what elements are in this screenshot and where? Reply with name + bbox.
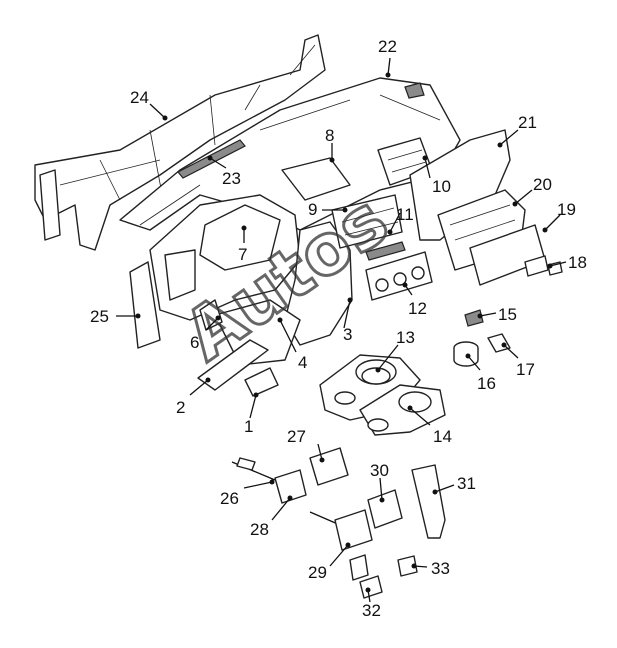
callout-4: 4 [298, 353, 307, 372]
part-switch [244, 367, 279, 397]
callout-20: 20 [533, 175, 552, 194]
part-block-32 [359, 575, 383, 599]
part-left-side-panel [129, 261, 161, 349]
callout-2: 2 [176, 398, 185, 417]
callout-19: 19 [557, 200, 576, 219]
callout-24: 24 [130, 88, 149, 107]
part-climate-control [365, 251, 433, 301]
callout-7: 7 [238, 245, 247, 264]
callout-29: 29 [308, 563, 327, 582]
part-switch-block [274, 469, 307, 504]
callout-32: 32 [362, 601, 381, 620]
callout-14: 14 [433, 427, 452, 446]
callout-1: 1 [244, 417, 253, 436]
part-cap [453, 341, 479, 367]
part-lower-panel [197, 339, 269, 391]
callout-33: 33 [431, 559, 450, 578]
callout-18: 18 [568, 253, 587, 272]
callout-25: 25 [90, 307, 109, 326]
callout-3: 3 [343, 325, 352, 344]
part-switch-30 [367, 489, 403, 529]
part-cluster-housing [359, 384, 446, 436]
callout-26: 26 [220, 489, 239, 508]
callout-12: 12 [408, 299, 427, 318]
leader-dots [135, 72, 553, 593]
callout-16: 16 [477, 374, 496, 393]
part-pedal [411, 464, 446, 539]
part-sensor-wire [231, 457, 276, 481]
part-switch-assembly [309, 509, 373, 581]
callout-31: 31 [457, 474, 476, 493]
callout-6: 6 [190, 333, 199, 352]
callout-17: 17 [516, 360, 535, 379]
part-cross-car-beam [34, 34, 326, 251]
callout-23: 23 [222, 169, 241, 188]
callout-8: 8 [325, 126, 334, 145]
callout-22: 22 [378, 37, 397, 56]
callout-labels: 1 2 3 4 6 7 8 9 10 11 12 13 14 15 16 17 … [90, 37, 587, 620]
callout-11: 11 [396, 205, 414, 224]
callout-27: 27 [287, 427, 306, 446]
part-trim-bezel [281, 157, 351, 201]
callout-9: 9 [308, 200, 317, 219]
callout-28: 28 [250, 520, 269, 539]
callout-21: 21 [518, 113, 537, 132]
part-instrument-cluster-area [149, 194, 301, 321]
part-control-strip [365, 241, 406, 261]
part-radio-unit [331, 194, 403, 249]
part-bracket [199, 299, 223, 331]
callout-15: 15 [498, 305, 517, 324]
part-glove-box-door [409, 129, 511, 241]
part-block-33 [397, 555, 418, 577]
part-plug [487, 333, 511, 353]
part-relay [309, 447, 349, 486]
callout-13: 13 [396, 328, 415, 347]
callout-10: 10 [432, 177, 451, 196]
callout-30: 30 [370, 461, 389, 480]
